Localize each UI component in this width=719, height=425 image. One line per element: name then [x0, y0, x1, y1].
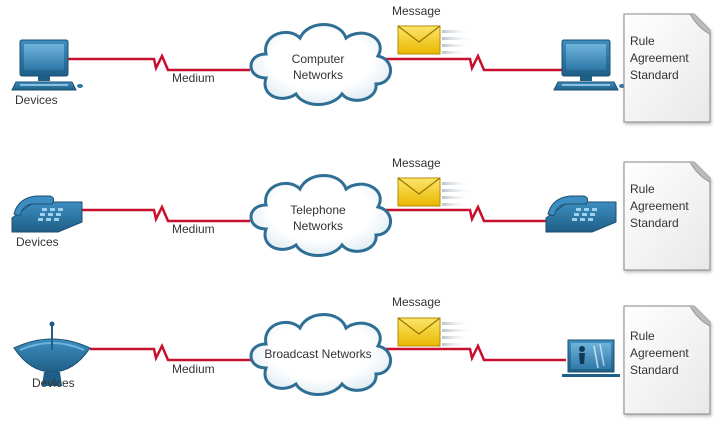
network-label-line1: Computer: [291, 52, 345, 66]
envelope-icon: [397, 177, 477, 207]
row-broadcast: [13, 306, 710, 414]
medium-line-left: [80, 204, 250, 223]
doc-line-agreement: Agreement: [630, 346, 689, 360]
device-label: Devices: [16, 235, 59, 249]
network-label-line1: Telephone: [290, 203, 346, 217]
doc-line-rule: Rule: [630, 329, 655, 343]
telephone-icon: [11, 195, 83, 233]
computer-icon: [11, 39, 84, 91]
medium-line-left: [67, 53, 250, 72]
network-label: Broadcast Networks: [258, 346, 378, 362]
medium-label: Medium: [172, 222, 215, 236]
doc-line-standard: Standard: [630, 363, 679, 377]
network-label-line1: Broadcast Networks: [264, 347, 372, 361]
network-label-line2: Networks: [292, 68, 343, 82]
medium-line-left: [90, 343, 252, 362]
doc-line-rule: Rule: [630, 182, 655, 196]
row-telephone: [11, 162, 710, 270]
medium-line-right: [384, 204, 552, 223]
doc-line-standard: Standard: [630, 216, 679, 230]
doc-line-standard: Standard: [630, 68, 679, 82]
document-text: Rule Agreement Standard: [630, 181, 689, 232]
medium-line-right: [384, 53, 566, 72]
row-computer: [11, 14, 710, 122]
network-label: Telephone Networks: [268, 202, 368, 234]
message-label: Message: [392, 295, 441, 309]
doc-line-agreement: Agreement: [630, 199, 689, 213]
doc-line-agreement: Agreement: [630, 51, 689, 65]
device-label: Devices: [32, 376, 75, 390]
message-label: Message: [392, 156, 441, 170]
medium-line-right: [384, 343, 566, 362]
television-icon: [561, 339, 621, 378]
network-label-line2: Networks: [292, 219, 343, 233]
network-label: Computer Networks: [268, 51, 368, 83]
medium-label: Medium: [172, 71, 215, 85]
document-text: Rule Agreement Standard: [630, 33, 689, 84]
doc-line-rule: Rule: [630, 34, 655, 48]
envelope-icon: [397, 25, 477, 55]
message-label: Message: [392, 4, 441, 18]
document-text: Rule Agreement Standard: [630, 328, 689, 379]
medium-label: Medium: [172, 362, 215, 376]
computer-icon: [553, 39, 626, 91]
envelope-icon: [397, 317, 477, 347]
telephone-icon: [545, 195, 617, 233]
device-label: Devices: [15, 93, 58, 107]
